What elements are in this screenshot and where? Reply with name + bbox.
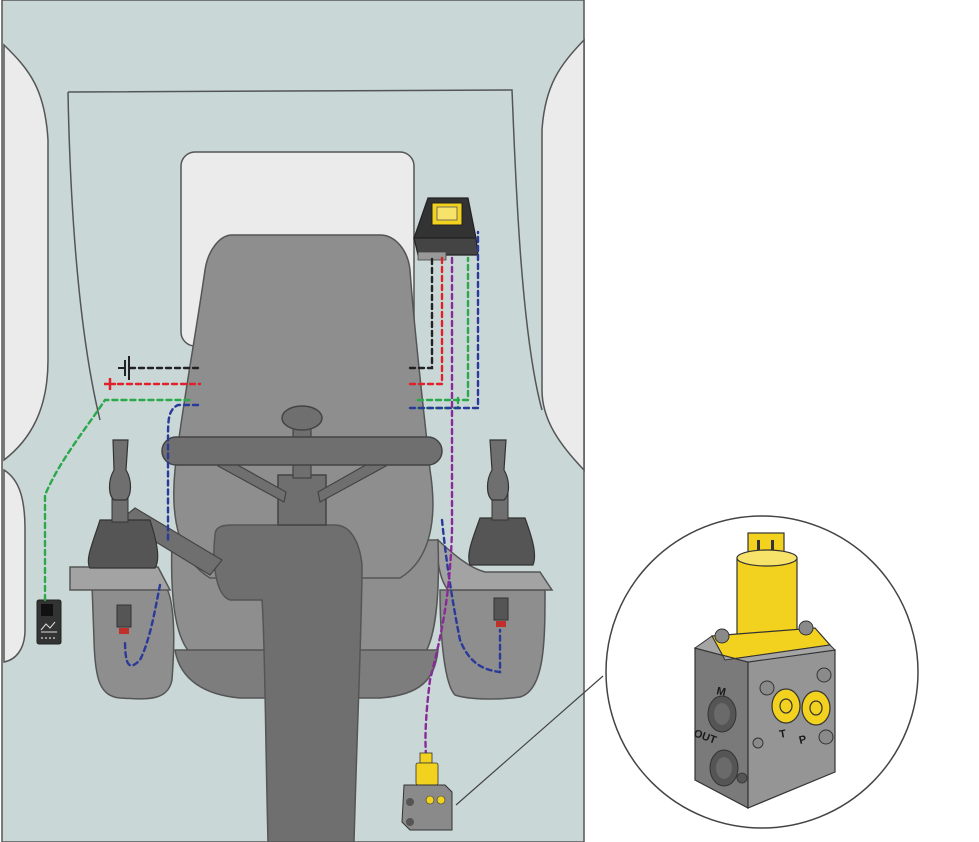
valve-icon: [401, 752, 453, 831]
steering-wheel: [161, 436, 443, 466]
left-joystick-boot: [87, 519, 159, 569]
callout-line: [455, 675, 604, 806]
left-window: [3, 43, 49, 462]
left-window-lower: [3, 468, 26, 663]
steering-knob: [281, 405, 323, 431]
right-sensor: [493, 597, 509, 627]
right-window: [541, 38, 585, 472]
switch-panel-icon: [36, 599, 62, 645]
wire-black: [128, 256, 434, 370]
valve-block-top: [693, 635, 837, 663]
steering-column: [161, 405, 443, 842]
right-joystick-grip: [486, 439, 510, 501]
left-joystick: [87, 439, 159, 569]
solenoid: [736, 557, 798, 639]
valve-detail: M OUT T P: [692, 532, 837, 809]
steering-hub: [277, 474, 327, 526]
rear-panel: [67, 89, 543, 421]
right-joystick-boot: [468, 517, 536, 566]
wire-red: [116, 256, 444, 386]
wiring: [43, 230, 502, 757]
battery-positive-icon: [104, 378, 116, 390]
right-joystick: [468, 439, 536, 566]
left-console-body: [91, 584, 175, 700]
port-label-p: P: [798, 733, 808, 746]
wire-blue: [123, 230, 502, 674]
port-label-m: M: [715, 685, 726, 699]
left-armrest: [69, 566, 172, 591]
right-console-body: [439, 589, 546, 700]
left-joystick-grip: [108, 439, 132, 501]
control-unit-icon: [413, 197, 479, 261]
steering-column-base: [213, 524, 363, 842]
port-label-t: T: [778, 728, 787, 741]
wire-purple: [424, 256, 454, 757]
left-sensor: [116, 604, 132, 634]
